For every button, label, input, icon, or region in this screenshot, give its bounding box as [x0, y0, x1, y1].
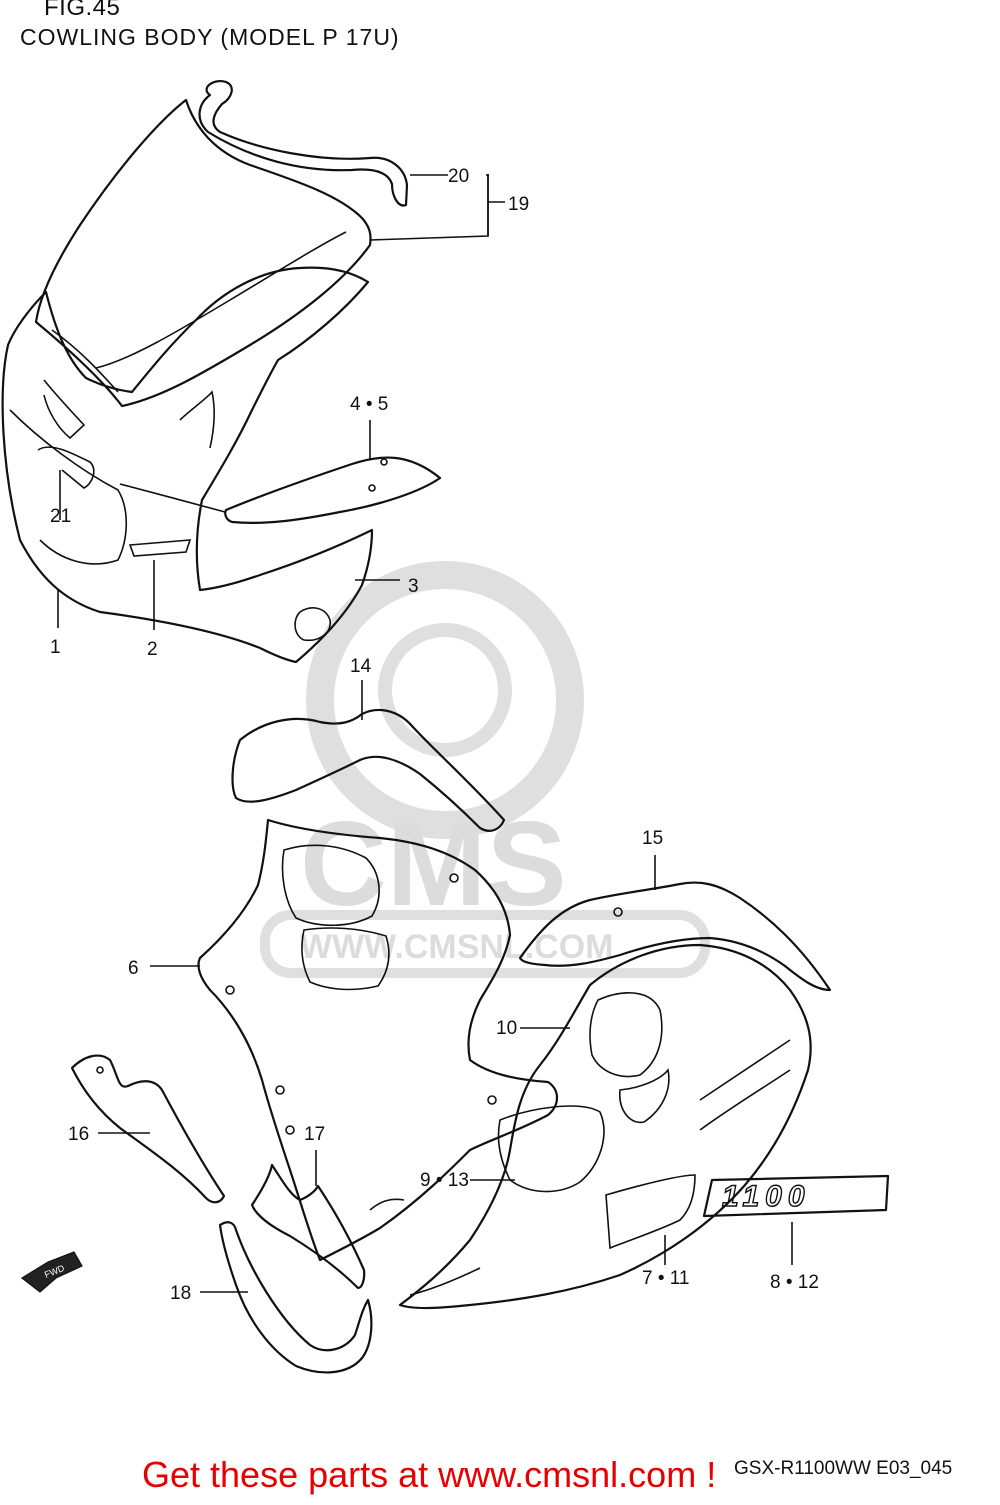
upper-cowl-part: [1, 266, 400, 664]
figure-title: FIG.45: [44, 0, 121, 21]
bracket-part-4-5: [224, 420, 442, 524]
diagram-code: GSX-R1100WW E03_045: [734, 1458, 953, 1479]
callout-7-11: 7 • 11: [642, 1268, 690, 1289]
callout-15: 15: [642, 828, 663, 849]
callout-14: 14: [350, 656, 372, 677]
callout-21: 21: [50, 506, 71, 527]
callout-4-5: 4 • 5: [350, 394, 388, 415]
watermark-logo: CMS WWW.CMSNL.COM: [260, 561, 710, 978]
callout-1: 1: [50, 637, 61, 658]
callout-3: 3: [408, 576, 419, 597]
callout-10: 10: [496, 1018, 517, 1039]
callout-8-12: 8 • 12: [770, 1272, 819, 1293]
top-panel-part-15: [518, 855, 832, 992]
shop-link[interactable]: Get these parts at www.cmsnl.com !: [142, 1454, 717, 1495]
watermark-logo-text: CMS: [300, 797, 567, 931]
decal-part-8-12: 1100: [702, 1174, 890, 1265]
callout-6: 6: [128, 958, 139, 979]
lower-piece-part-17: [250, 1150, 405, 1290]
right-side-fairing-part-7: [398, 943, 812, 1310]
callout-labels: 1 2 3 4 • 5 6 7 • 11 8 • 12 9 • 13 10 14…: [50, 166, 819, 1304]
side-piece-part-16: [70, 1054, 226, 1204]
callout-2: 2: [147, 639, 158, 660]
callout-9-13: 9 • 13: [420, 1170, 469, 1191]
inner-bracket-part-14: [231, 680, 506, 832]
chin-piece-part-18: [200, 1221, 373, 1374]
callout-19: 19: [508, 194, 529, 215]
windscreen-part: [34, 80, 489, 408]
callout-16: 16: [68, 1124, 89, 1145]
callout-20: 20: [448, 166, 469, 187]
decal-1100-text: 1100: [722, 1180, 811, 1213]
left-side-fairing-part-6: [150, 818, 559, 1262]
figure-subtitle: COWLING BODY (MODEL P 17U): [20, 24, 400, 50]
callout-18: 18: [170, 1283, 191, 1304]
watermark-url: WWW.CMSNL.COM: [300, 928, 614, 966]
callout-17: 17: [304, 1124, 325, 1145]
leader-19-bracket: [486, 174, 489, 236]
fwd-arrow-icon: FWD: [20, 1251, 83, 1293]
